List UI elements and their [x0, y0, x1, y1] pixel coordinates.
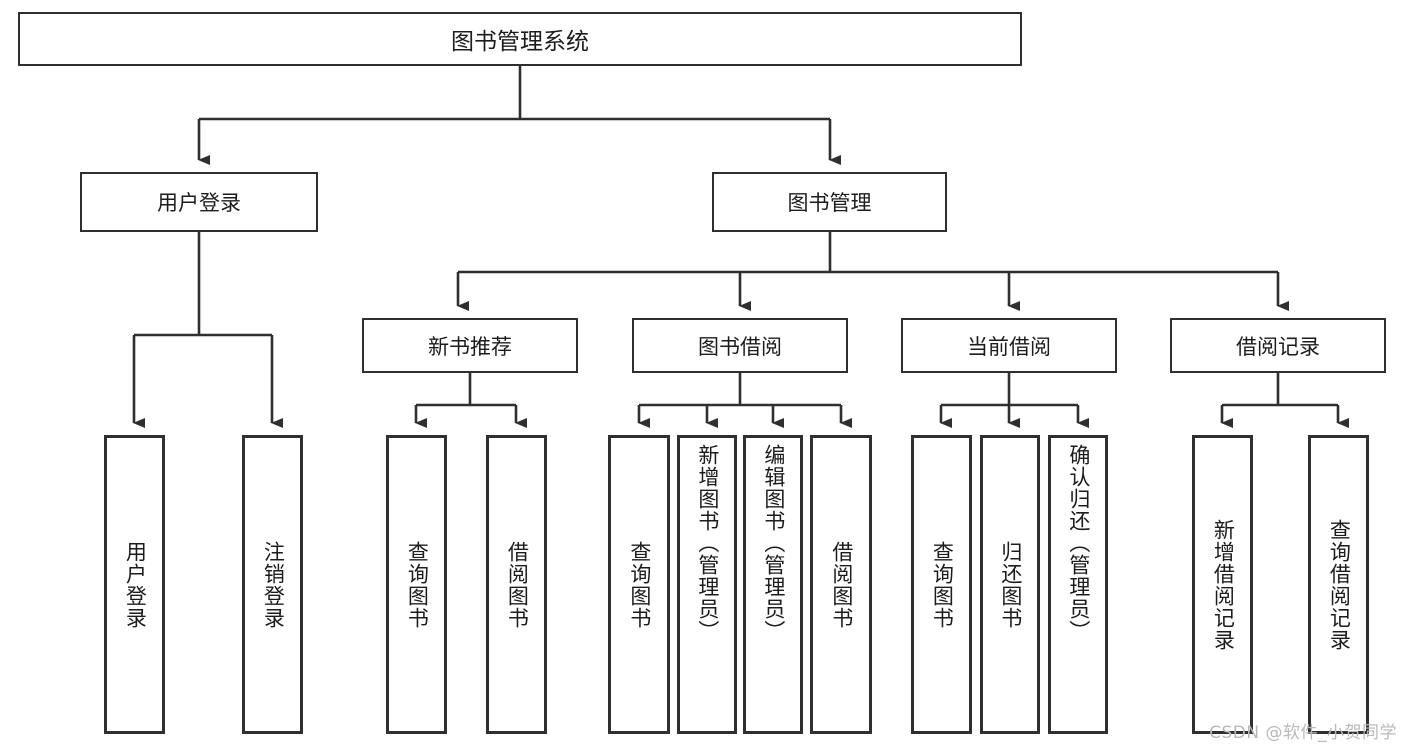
leaf-label: 归还图书: [998, 540, 1023, 629]
leaf-label: 注销登录: [261, 540, 286, 629]
node-current-borrow[interactable]: 当前借阅: [901, 318, 1117, 373]
leaf-label: 查询图书: [627, 540, 652, 629]
leaf-label: 借阅图书: [829, 540, 854, 629]
leaf-current-borrow-confirm[interactable]: 确认归还（管理员）: [1048, 435, 1108, 734]
leaf-user-login-login[interactable]: 用户登录: [104, 435, 165, 734]
node-label: 图书管理: [787, 191, 872, 215]
leaf-user-login-logout[interactable]: 注销登录: [242, 435, 303, 734]
watermark-text: CSDN @软件_小贺同学: [1209, 723, 1397, 743]
node-borrow-record[interactable]: 借阅记录: [1170, 318, 1386, 373]
leaf-current-borrow-query[interactable]: 查询图书: [911, 435, 972, 734]
leaf-label: 查询借阅记录: [1327, 518, 1352, 651]
node-book-management[interactable]: 图书管理: [712, 172, 947, 232]
leaf-new-book-query[interactable]: 查询图书: [386, 435, 447, 734]
node-label: 新书推荐: [428, 334, 512, 359]
node-root-system[interactable]: 图书管理系统: [18, 12, 1022, 66]
node-label: 用户登录: [157, 191, 241, 215]
leaf-label: 新增借阅记录: [1211, 518, 1236, 651]
node-user-login[interactable]: 用户登录: [80, 172, 318, 232]
leaf-label: 借阅图书: [505, 540, 530, 629]
leaf-label: 查询图书: [930, 540, 955, 629]
leaf-borrow-record-query[interactable]: 查询借阅记录: [1308, 435, 1369, 734]
leaf-label: 用户登录: [123, 540, 148, 629]
leaf-current-borrow-return[interactable]: 归还图书: [980, 435, 1040, 734]
node-label: 图书管理系统: [451, 29, 589, 55]
node-label: 当前借阅: [967, 334, 1051, 359]
leaf-book-borrow-query[interactable]: 查询图书: [608, 435, 670, 734]
leaf-new-book-borrow[interactable]: 借阅图书: [486, 435, 547, 734]
leaf-book-borrow-borrow[interactable]: 借阅图书: [810, 435, 872, 734]
leaf-label: 编辑图书（管理员）: [761, 444, 786, 642]
leaf-book-borrow-edit[interactable]: 编辑图书（管理员）: [743, 435, 803, 734]
leaf-book-borrow-add[interactable]: 新增图书（管理员）: [677, 435, 737, 734]
node-label: 图书借阅: [698, 334, 782, 359]
leaf-borrow-record-add[interactable]: 新增借阅记录: [1192, 435, 1253, 734]
leaf-label: 新增图书（管理员）: [695, 444, 720, 642]
node-book-borrow[interactable]: 图书借阅: [632, 318, 848, 373]
node-label: 借阅记录: [1236, 334, 1320, 359]
node-new-book-recommend[interactable]: 新书推荐: [362, 318, 578, 373]
leaf-label: 查询图书: [405, 540, 430, 629]
leaf-label: 确认归还（管理员）: [1066, 444, 1091, 642]
